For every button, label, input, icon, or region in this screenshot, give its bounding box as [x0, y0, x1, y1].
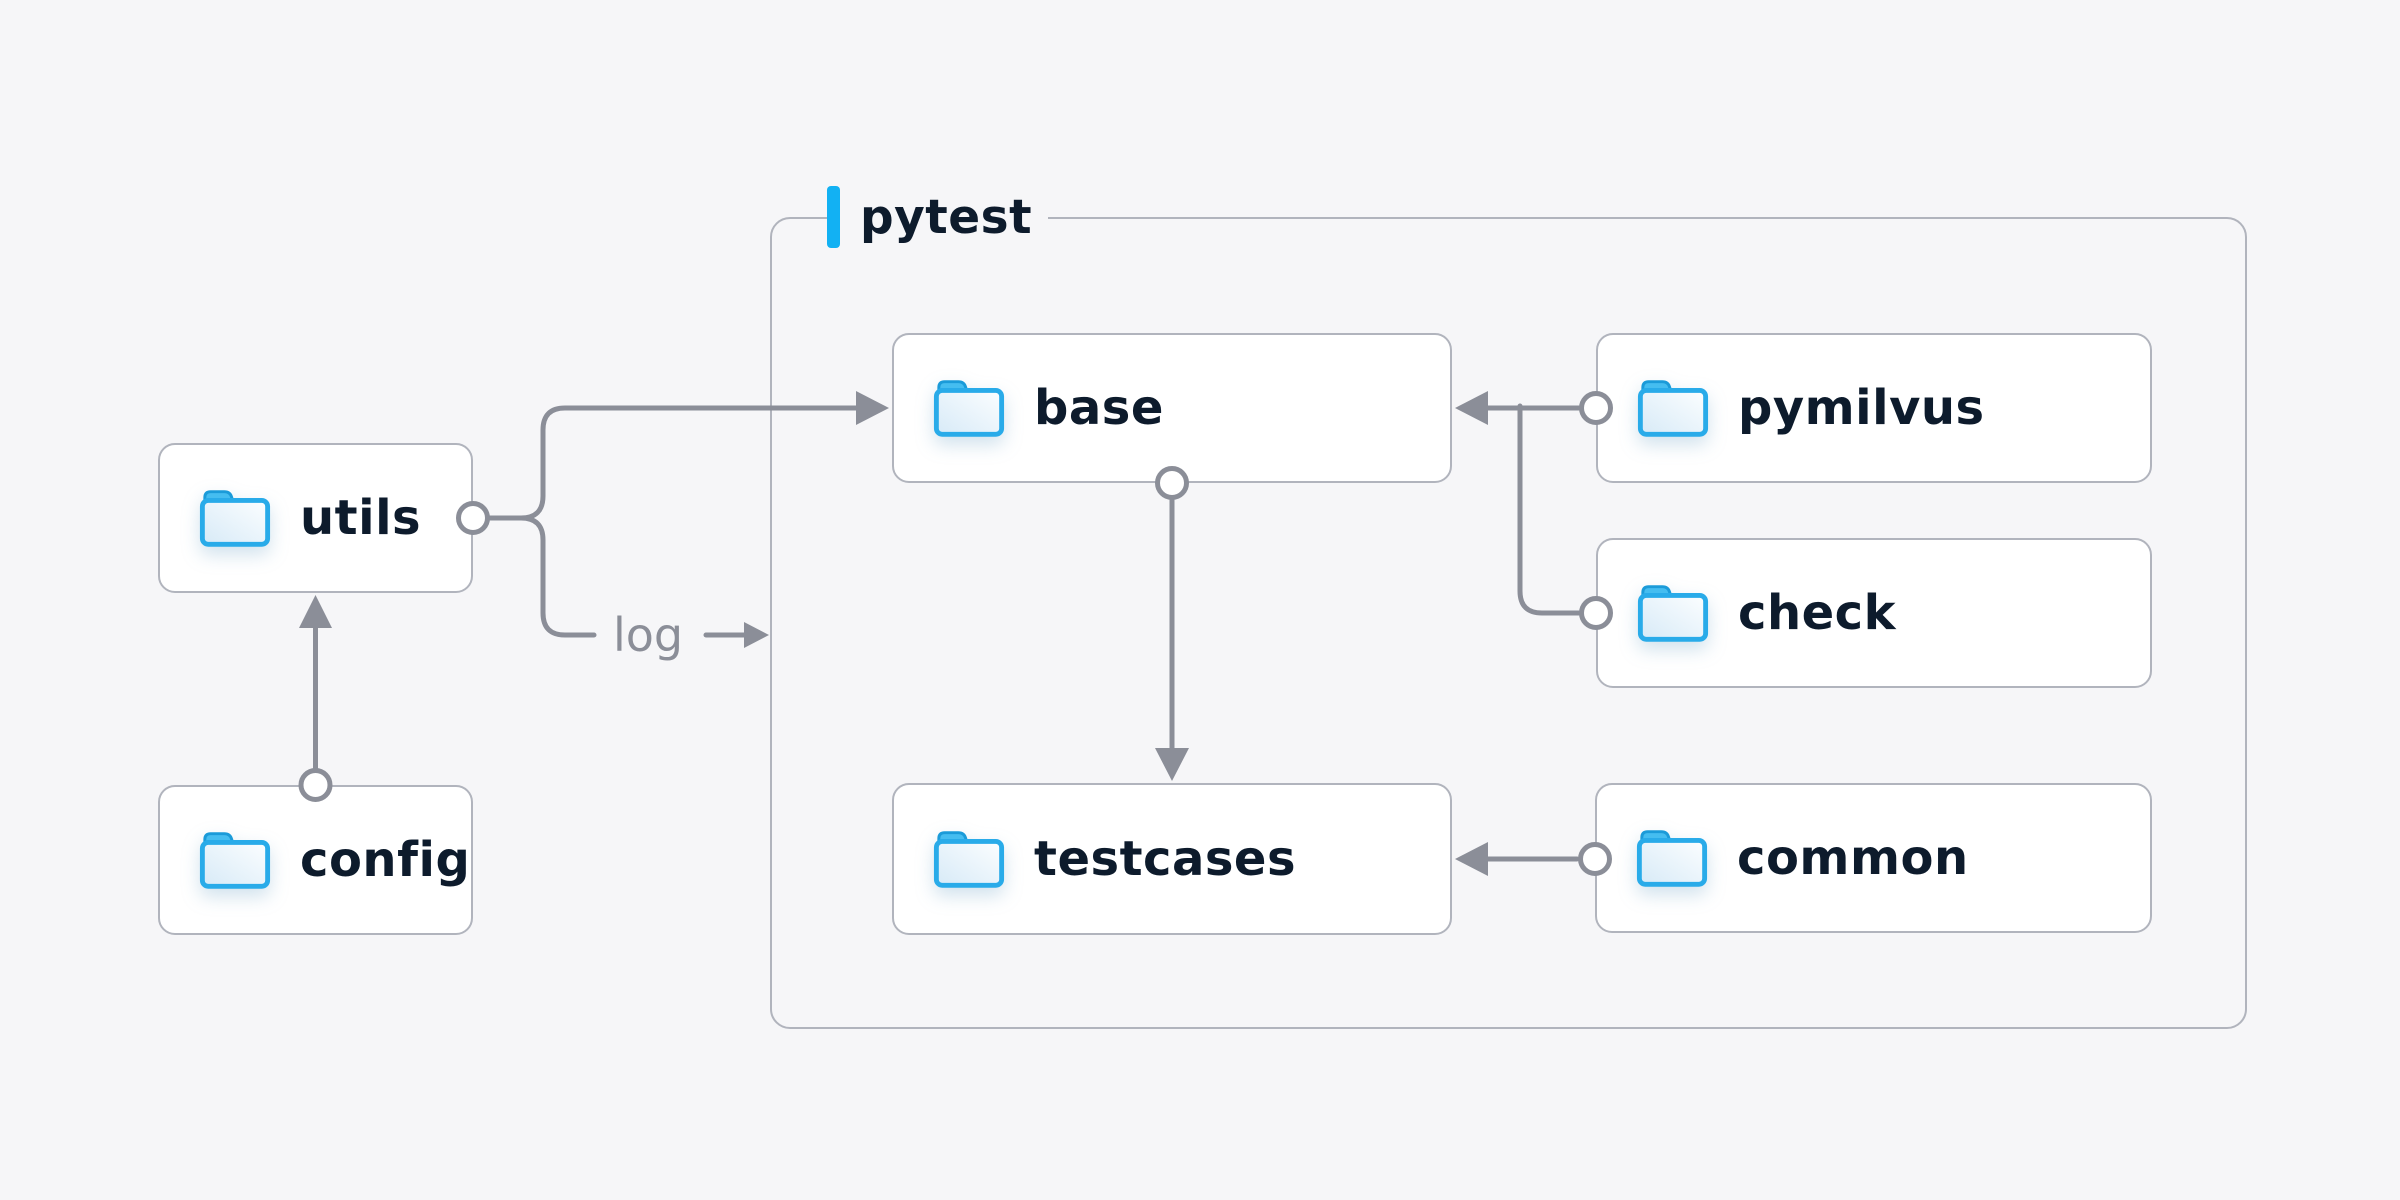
- folder-node-label: pymilvus: [1738, 380, 1985, 436]
- folder-node-config: config: [158, 785, 473, 935]
- accent-bar: [827, 186, 840, 248]
- folder-node-check: check: [1596, 538, 2152, 688]
- folder-node-testcases: testcases: [892, 783, 1452, 935]
- folder-node-label: base: [1034, 380, 1164, 436]
- folder-icon: [932, 377, 1006, 439]
- folder-node-label: utils: [300, 490, 422, 546]
- folder-node-label: check: [1738, 585, 1897, 641]
- folder-node-pymilvus: pymilvus: [1596, 333, 2152, 483]
- folder-node-label: common: [1737, 830, 1969, 886]
- folder-node-utils: utils: [158, 443, 473, 593]
- arrowhead-log: [744, 622, 769, 648]
- pytest-group-label: pytest: [827, 186, 1049, 248]
- arrowhead-into-utils: [299, 595, 332, 628]
- folder-node-common: common: [1595, 783, 2152, 933]
- folder-icon: [1636, 377, 1710, 439]
- folder-node-base: base: [892, 333, 1452, 483]
- pytest-group-container: [770, 217, 2247, 1029]
- folder-icon: [1636, 582, 1710, 644]
- folder-node-label: config: [300, 832, 471, 888]
- folder-icon: [198, 829, 272, 891]
- folder-icon: [1635, 827, 1709, 889]
- folder-icon: [932, 828, 1006, 890]
- folder-node-label: testcases: [1034, 831, 1297, 887]
- pytest-group-title: pytest: [860, 189, 1033, 245]
- log-edge-label: log: [612, 608, 684, 662]
- folder-icon: [198, 487, 272, 549]
